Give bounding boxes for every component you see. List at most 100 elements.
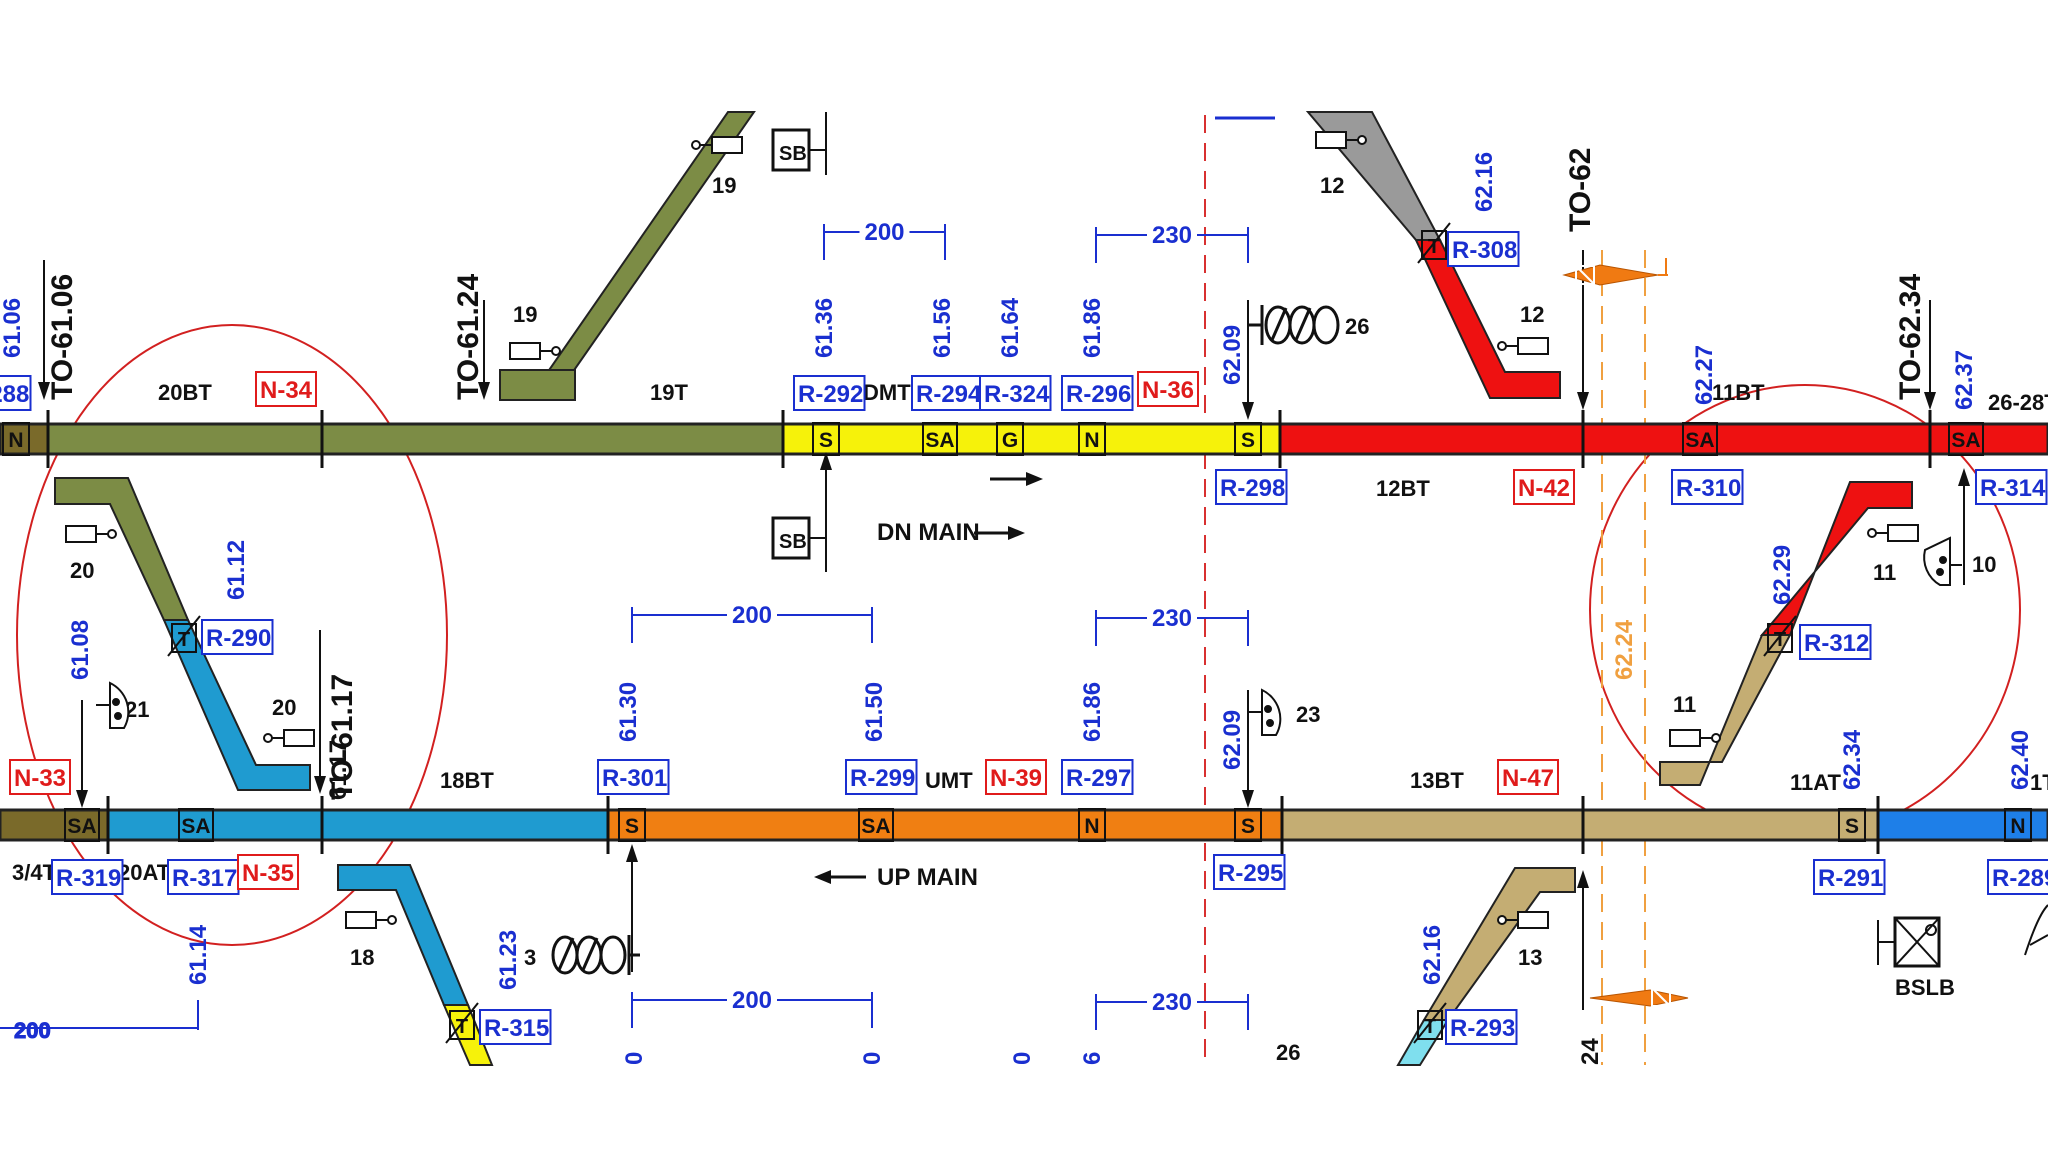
svg-text:200: 200 [14, 1018, 51, 1043]
t-marker-11: T [1763, 615, 1797, 657]
km-61-08-up: 61.08 [67, 620, 94, 680]
svg-text:S: S [819, 429, 833, 452]
route-box-r-290: R-290 [201, 619, 274, 655]
route-box-r-299: R-299 [845, 759, 918, 795]
svg-text:R-299: R-299 [850, 765, 915, 792]
up-signal-4: N [1078, 422, 1106, 456]
point-machine-18 [345, 911, 397, 929]
svg-text:N-34: N-34 [260, 377, 313, 404]
route-box-r-310: R-310 [1671, 469, 1744, 505]
t-marker-12: T [1417, 222, 1451, 264]
point-20-olive [54, 477, 190, 621]
point-machine-19a [691, 136, 743, 154]
n-box-n-33: N-33 [9, 759, 71, 795]
dn-direction-arrowhead [1026, 472, 1043, 486]
svg-text:R-319: R-319 [56, 865, 121, 892]
dn-signal-5: S [1234, 808, 1262, 842]
t-marker-20: T [167, 615, 201, 657]
tc-3-4t: 3/4T [12, 860, 57, 885]
sb-box-bottom: SB [771, 510, 827, 572]
bottom-left-200: 200 [0, 1000, 199, 1044]
pt-label-11b: 11 [1673, 692, 1696, 717]
shunt-signal-23 [1248, 688, 1282, 736]
to-62-lower-head [1577, 870, 1589, 888]
route-box-r-319: R-319 [51, 859, 124, 895]
svg-text:N-42: N-42 [1518, 475, 1570, 502]
route-boxes: R-288R-292R-294R-324R-296R-298R-308R-310… [0, 231, 2048, 1045]
track-segment-blue [106, 808, 610, 842]
svg-text:R-296: R-296 [1066, 381, 1131, 408]
point-machine-12a [1315, 131, 1367, 149]
svg-text:N-33: N-33 [14, 765, 66, 792]
svg-text:BSLB: BSLB [1895, 975, 1955, 1000]
svg-text:R-324: R-324 [984, 381, 1050, 408]
dn-signal-4: N [1078, 808, 1106, 842]
point-machine-11b [1669, 729, 1721, 747]
svg-text:N-36: N-36 [1142, 377, 1194, 404]
bracket-230-top: 230 [1095, 221, 1249, 263]
signal-post-61-30 [626, 844, 638, 972]
route-box-r-324: R-324 [979, 375, 1052, 411]
svg-text:R-312: R-312 [1804, 630, 1869, 657]
route-box-r-288: R-288 [0, 375, 32, 411]
pt-label-3: 3 [524, 945, 536, 970]
svg-text:R-288: R-288 [0, 381, 29, 408]
pt-label-26: 26 [1345, 314, 1369, 339]
route-box-r-312: R-312 [1799, 624, 1872, 660]
pt-label-11a: 11 [1873, 560, 1896, 585]
orange-marker-bottom [1589, 987, 1689, 1007]
point-machines [65, 131, 1919, 929]
track-segment-dark [0, 422, 50, 456]
km-61-23-dn: 61.23 [495, 930, 522, 990]
km-62-29-up: 62.29 [1769, 545, 1796, 605]
signal-post-62-09-up [1242, 300, 1254, 420]
track-segment-yellow [781, 422, 1282, 456]
svg-text:T: T [1424, 1016, 1436, 1038]
bracket-230-bottom: 230 [1095, 988, 1249, 1030]
km-61-17-dn: 61.17 [325, 740, 352, 800]
t-markers: T T T T T [167, 222, 1797, 1044]
svg-text:N-47: N-47 [1502, 765, 1554, 792]
dn-signal-3: SA [858, 808, 894, 842]
svg-text:R-310: R-310 [1676, 475, 1741, 502]
km-61-50-dn: 61.50 [861, 682, 888, 742]
km-61-30-dn: 61.30 [615, 682, 642, 742]
up-main-track [0, 410, 2048, 468]
svg-text:N: N [2010, 815, 2025, 838]
svg-text:R-297: R-297 [1066, 765, 1131, 792]
partial-km-1: 0 [859, 1052, 886, 1065]
track-segment-tan [1280, 808, 1880, 842]
route-box-r-315: R-315 [479, 1009, 552, 1045]
n-box-n-42: N-42 [1513, 469, 1575, 505]
tc-13bt: 13BT [1410, 768, 1464, 793]
tc-19t: 19T [650, 380, 688, 405]
tc-18bt: 18BT [440, 768, 494, 793]
km-61-86-dn: 61.86 [1079, 682, 1106, 742]
point-machine-19b [509, 342, 561, 360]
sb-box-top: SB [771, 112, 827, 175]
point-20-blue [162, 619, 311, 791]
point-machine-12b [1497, 337, 1549, 355]
point-12-red [1414, 239, 1561, 399]
tc-11bt: 11BT [1712, 380, 1765, 405]
svg-text:230: 230 [1152, 605, 1192, 632]
point-machine-20a [65, 525, 117, 543]
km-61-12-up: 61.12 [223, 540, 250, 600]
t-marker-18: T [445, 1002, 479, 1044]
svg-text:R-317: R-317 [172, 865, 237, 892]
pt-label-23: 23 [1296, 702, 1320, 727]
svg-text:TO-61.06: TO-61.06 [46, 274, 79, 400]
up-signal-0: N [2, 422, 30, 456]
signal-post-10-head [1958, 468, 1970, 486]
svg-text:R-314: R-314 [1980, 475, 2046, 502]
t-marker-13: T [1413, 1002, 1447, 1044]
up-signal-7: SA [1948, 422, 1984, 456]
left-highlight-circle [16, 324, 448, 946]
partial-km-0: 0 [621, 1052, 648, 1065]
